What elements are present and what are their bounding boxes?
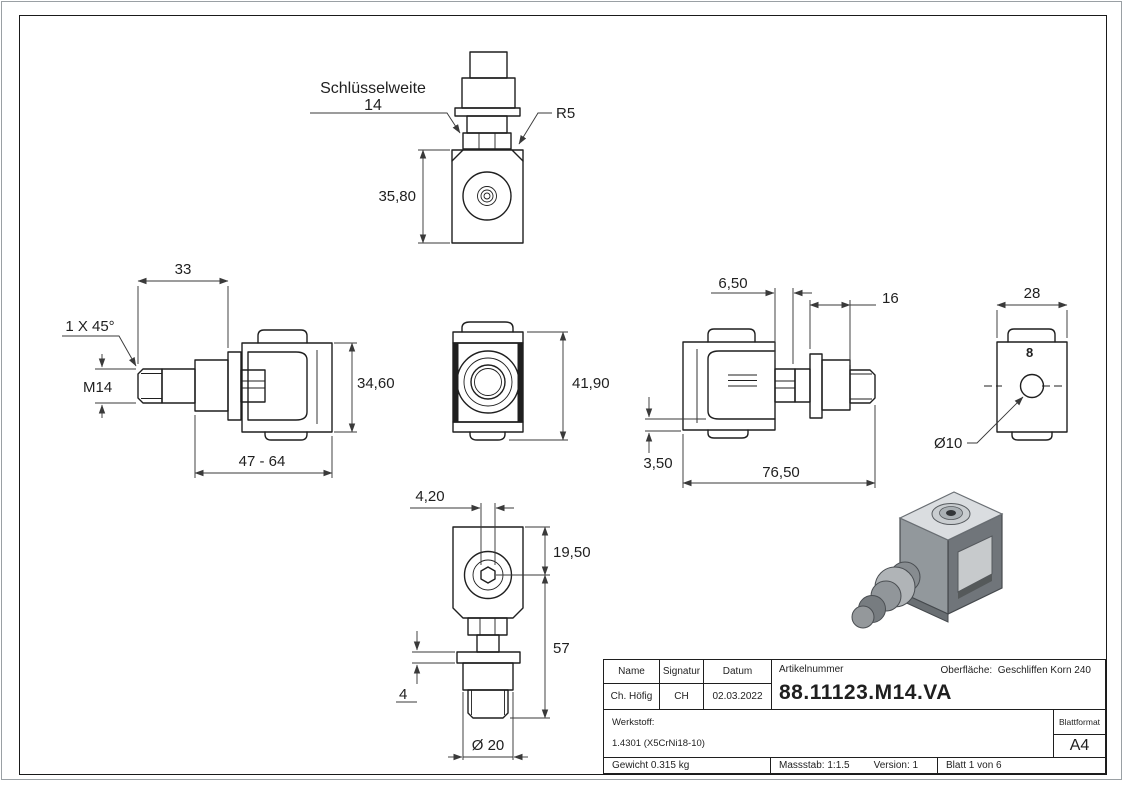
isometric-view <box>851 491 1004 629</box>
dim-35-80: 35,80 <box>378 188 416 205</box>
surface-label: Oberfläche: <box>940 665 993 676</box>
scale-value: Massstab: 1:1.5 <box>779 760 850 771</box>
dim-body-height: 34,60 <box>334 342 395 433</box>
iso-opening-lip <box>958 574 992 599</box>
dim-m14: M14 <box>83 379 112 396</box>
dim-19-50: 19,50 <box>553 544 591 561</box>
name-header-cell: Name <box>603 659 660 684</box>
sheet-info-cell: Blatt 1 von 6 <box>937 757 1106 774</box>
material-cell: Werkstoff: 1.4301 (X5CrNi18-10) <box>603 709 1054 758</box>
article-label: Artikelnummer <box>779 664 844 675</box>
dim-wrench-width: Schlüsselweite 14 <box>310 80 461 134</box>
wrench-label-line2: 14 <box>364 97 382 114</box>
dim-34-60: 34,60 <box>357 375 395 392</box>
name-value: Ch. Höfig <box>610 691 653 702</box>
dim-6-50: 6,50 <box>718 275 747 292</box>
radius-label: R5 <box>556 105 575 122</box>
engraving-mark: 8 <box>1026 345 1033 360</box>
weight-cell: Gewicht 0.315 kg <box>603 757 771 774</box>
dim-socket-width: 4,20 <box>410 488 514 565</box>
article-number: 88.11123.M14.VA <box>779 681 952 704</box>
dim-offset: 3,50 <box>643 397 706 472</box>
article-cell: Artikelnummer Oberfläche: Geschliffen Ko… <box>771 659 1106 710</box>
surface-value: Geschliffen Korn 240 <box>997 665 1091 676</box>
dim-16: 16 <box>882 290 899 307</box>
chamfer-leader <box>62 335 137 367</box>
name-value-cell: Ch. Höfig <box>603 683 660 710</box>
dim-hole: Ø10 <box>934 396 1024 452</box>
wrench-leader <box>310 112 461 134</box>
dim-gap: 6,50 <box>711 275 812 364</box>
dim-top-height: 35,80 <box>378 149 450 244</box>
format-label-cell: Blattformat <box>1053 709 1106 735</box>
scale-cell: Massstab: 1:1.5 Version: 1 <box>770 757 938 774</box>
hex-socket <box>480 566 496 584</box>
dim-length: 57 <box>510 574 570 719</box>
dim-57: 57 <box>553 640 570 657</box>
right-side-view: 6,50 16 3,50 76,50 <box>643 275 899 488</box>
dim-front-height: 41,90 <box>509 331 610 441</box>
iso-hex-socket <box>946 510 956 516</box>
dim-41-90: 41,90 <box>572 375 610 392</box>
format-value-cell: A4 <box>1053 734 1106 758</box>
dim-diameter: Ø 20 <box>448 692 528 761</box>
dim-thread-length: 16 <box>809 290 899 365</box>
date-value: 02.03.2022 <box>712 691 763 702</box>
hole-leader <box>967 396 1024 444</box>
dim-76-50: 76,50 <box>762 464 800 481</box>
dim-thread: M14 <box>83 354 136 418</box>
wrench-label-line1: Schlüsselweite <box>320 80 426 97</box>
radius-leader <box>518 112 552 145</box>
back-view-geometry: 8 <box>984 328 1068 441</box>
chamfer-label: 1 X 45° <box>65 318 114 335</box>
top-view-geometry <box>451 51 524 244</box>
dim-o10: Ø10 <box>934 435 962 452</box>
weight-value: Gewicht 0.315 kg <box>612 760 690 771</box>
surface-finish: Oberfläche: Geschliffen Korn 240 <box>941 665 1091 676</box>
dim-corner-radius: R5 <box>518 105 575 145</box>
dim-3-50: 3,50 <box>643 455 672 472</box>
name-header: Name <box>618 666 645 677</box>
date-value-cell: 02.03.2022 <box>703 683 772 710</box>
dim-flange-thickness: 4 <box>396 631 455 703</box>
dim-33: 33 <box>175 261 192 278</box>
dim-total-length: 76,50 <box>682 405 876 488</box>
signature-header-cell: Signatur <box>659 659 704 684</box>
dim-chamfer: 1 X 45° <box>62 318 137 367</box>
dim-back-width: 28 <box>996 285 1068 338</box>
dim-center-offset: 19,50 <box>496 526 591 576</box>
top-view: Schlüsselweite 14 R5 35,80 <box>310 51 575 244</box>
right-side-geometry <box>682 328 876 439</box>
signature-value-cell: CH <box>659 683 704 710</box>
title-block: Name Signatur Datum Artikelnummer Oberfl… <box>603 659 1106 774</box>
left-side-view: 33 1 X 45° M14 34,60 47 - 64 <box>62 261 395 478</box>
signature-header: Signatur <box>662 666 701 677</box>
bottom-view-geometry <box>452 526 524 719</box>
dim-47-64: 47 - 64 <box>239 453 286 470</box>
dim-stud-length: 33 <box>137 261 229 364</box>
sheet-outer-border <box>1 1 1122 780</box>
back-view: 8 28 Ø10 <box>934 285 1068 452</box>
sheet-info: Blatt 1 von 6 <box>946 760 1002 771</box>
front-view: 41,90 <box>452 321 610 441</box>
date-header: Datum <box>722 666 753 677</box>
dim-28: 28 <box>1024 285 1041 302</box>
material-value: 1.4301 (X5CrNi18-10) <box>612 738 705 749</box>
dim-4: 4 <box>399 686 407 703</box>
dim-adjust-range: 47 - 64 <box>194 415 333 478</box>
front-view-geometry <box>452 321 524 441</box>
sheet-inner-frame <box>19 15 1107 775</box>
format-value: A4 <box>1069 737 1090 754</box>
dim-o20: Ø 20 <box>472 737 505 754</box>
left-side-geometry <box>137 329 333 441</box>
material-label: Werkstoff: <box>612 717 655 728</box>
signature-value: CH <box>674 691 689 702</box>
dim-4-20: 4,20 <box>415 488 444 505</box>
version-value: Version: 1 <box>873 760 919 771</box>
iso-thread-end <box>851 605 875 629</box>
format-label: Blattformat <box>1058 717 1101 727</box>
bottom-view: 4,20 19,50 57 4 <box>396 488 591 761</box>
date-header-cell: Datum <box>703 659 772 684</box>
